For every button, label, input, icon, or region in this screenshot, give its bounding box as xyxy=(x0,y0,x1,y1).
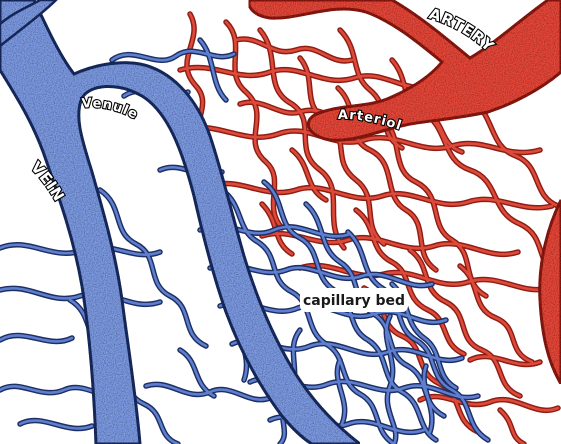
capillary-bed-label: capillary bed xyxy=(303,293,405,309)
artery-right-branch xyxy=(540,200,561,384)
venule-label: Venule xyxy=(81,96,140,123)
capillary-bed-callout: capillary bed xyxy=(300,288,408,312)
